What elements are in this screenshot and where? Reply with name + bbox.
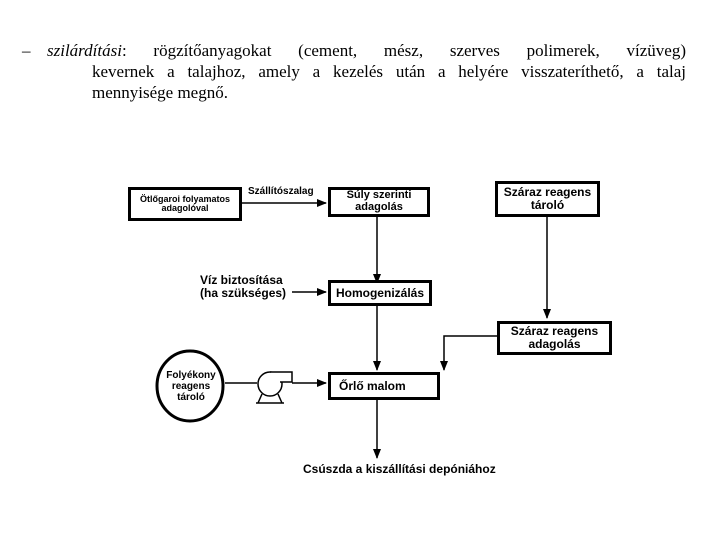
paragraph-line-2: kevernek a talajhoz, amely a kezelés utá… [92,62,686,81]
dry-dose-box-label: Száraz reagens adagolás [510,324,599,351]
homog-box: Homogenizálás [328,280,432,306]
source-box-label: Ötlőgaroi folyamatos adagolóval [139,193,230,213]
water-label: Víz biztosítása (ha szükséges) [200,273,287,301]
mill-box: Őrlő malom [328,372,440,400]
dry-dose-box: Száraz reagens adagolás [497,321,612,355]
mill-box-label: Őrlő malom [339,378,406,393]
liquid-store-circle [155,349,225,423]
homog-box-label: Homogenizálás [335,285,425,300]
source-box: Ötlőgaroi folyamatos adagolóval [128,187,242,221]
output-label: Csúszda a kiszállítási depóniához [303,462,496,476]
liquid-store-label: Folyékony reagens tároló [166,370,216,403]
line1-rest: : rögzítőanyagokat (cement, mész, szerve… [121,41,686,60]
paragraph-line-1: szilárdítási: rögzítőanyagokat (cement, … [47,40,686,61]
weigh-box: Súly szerinti adagolás [328,187,430,217]
paragraph-line-3: mennyisége megnő. [92,83,228,102]
conveyor-label: Szállítószalag [248,186,314,197]
arrow-dry-dose-mill [440,335,497,371]
weigh-box-label: Súly szerinti adagolás [346,189,412,213]
dry-store-box: Száraz reagens tároló [495,181,600,217]
dry-store-box-label: Száraz reagens tároló [503,185,592,212]
bullet-dash: – [22,41,31,60]
pump-icon [256,371,293,404]
term-italic: szilárdítási [47,41,122,60]
